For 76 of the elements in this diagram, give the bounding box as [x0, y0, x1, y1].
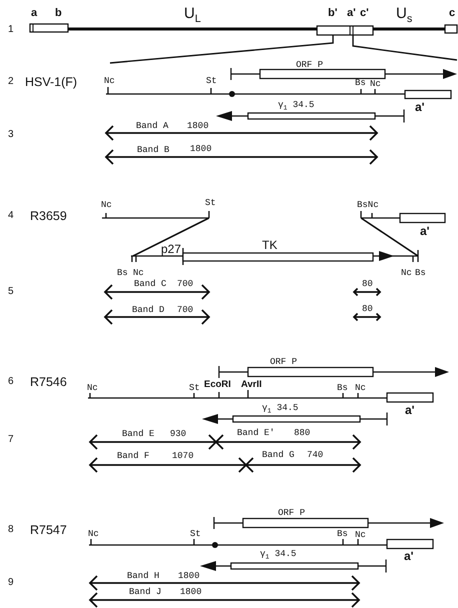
size-label: 700 [177, 304, 194, 316]
row-number: 7 [8, 434, 14, 446]
site-label: Bs [337, 382, 348, 394]
size-label: 80 [362, 304, 373, 314]
region-label: a' [415, 101, 425, 115]
region-label: a' [405, 404, 415, 418]
size-label: 80 [362, 278, 373, 290]
site-label: Nc [401, 268, 412, 278]
row-number: 4 [8, 210, 14, 222]
strain-label: R7547 [30, 522, 67, 538]
region-label: b' [328, 6, 338, 20]
band-label: Band E' [237, 428, 275, 438]
band-label: Band G [262, 450, 294, 460]
site-label: Nc [87, 382, 98, 394]
gene-label: p27 [161, 243, 182, 257]
band-label: Band B [137, 144, 170, 156]
row-number: 2 [8, 76, 14, 88]
region-label: U$_{L}$ [184, 5, 201, 23]
strain-label: HSV-1(F) [25, 74, 78, 90]
site-label: St [205, 198, 216, 208]
size-label: 930 [170, 428, 186, 440]
region-label: c' [360, 6, 369, 20]
region-label: a' [347, 6, 356, 20]
site-label: Bs [415, 268, 426, 278]
site-label: EcoRI [204, 380, 231, 390]
row-number: 3 [8, 129, 14, 141]
row-number: 1 [8, 24, 14, 36]
site-label: Bs [117, 268, 128, 278]
site-label: Nc [88, 528, 99, 540]
site-label: Nc [133, 268, 144, 278]
gene-label: TK [262, 239, 278, 253]
band-label: Band C [134, 278, 166, 290]
site-label: AvrII [241, 380, 262, 390]
site-label: BsNc [357, 200, 379, 210]
region-label: b [55, 6, 62, 20]
region-label: c [449, 6, 456, 20]
size-label: 880 [294, 428, 310, 438]
site-label: St [206, 76, 217, 86]
site-label: Bs [355, 78, 366, 88]
site-label: Bs [337, 528, 348, 540]
size-label: 700 [177, 278, 194, 290]
gene-label: ORF P [296, 60, 324, 70]
site-label: Nc [355, 382, 366, 394]
size-label: 1800 [187, 120, 209, 132]
band-label: Band D [132, 304, 164, 316]
region-label: a' [420, 225, 430, 239]
gene-label: ORF P [270, 356, 298, 368]
strain-label: R3659 [30, 208, 67, 224]
row-number: 9 [8, 577, 14, 589]
row-number: 8 [8, 524, 14, 536]
size-label: 1800 [178, 570, 200, 582]
region-label: a [31, 6, 38, 20]
band-label: Band H [127, 570, 160, 582]
gene-label: γ$_{1}$ 34.5 [278, 100, 314, 110]
region-label: U$_{s}$ [396, 5, 412, 23]
site-label: Nc [101, 200, 112, 210]
gene-label: γ$_{1}$ 34.5 [260, 548, 296, 560]
size-label: 740 [307, 450, 324, 460]
row-number: 5 [8, 286, 14, 298]
band-label: Band F [117, 450, 150, 462]
gene-label: ORF P [278, 508, 306, 518]
band-label: Band A [136, 120, 168, 132]
size-label: 1800 [190, 144, 212, 154]
band-label: Band J [129, 586, 162, 598]
strain-label: R7546 [30, 374, 67, 390]
site-label: Nc [104, 76, 115, 86]
site-label: Nc [370, 78, 381, 90]
region-label: a' [404, 550, 414, 564]
site-label: St [189, 382, 200, 394]
row-number: 6 [8, 376, 14, 388]
site-label: St [190, 528, 201, 540]
size-label: 1070 [172, 450, 194, 462]
band-label: Band E [122, 428, 154, 440]
size-label: 1800 [180, 586, 202, 598]
site-label: Nc [355, 530, 366, 540]
gene-label: γ$_{1}$ 34.5 [262, 402, 298, 414]
